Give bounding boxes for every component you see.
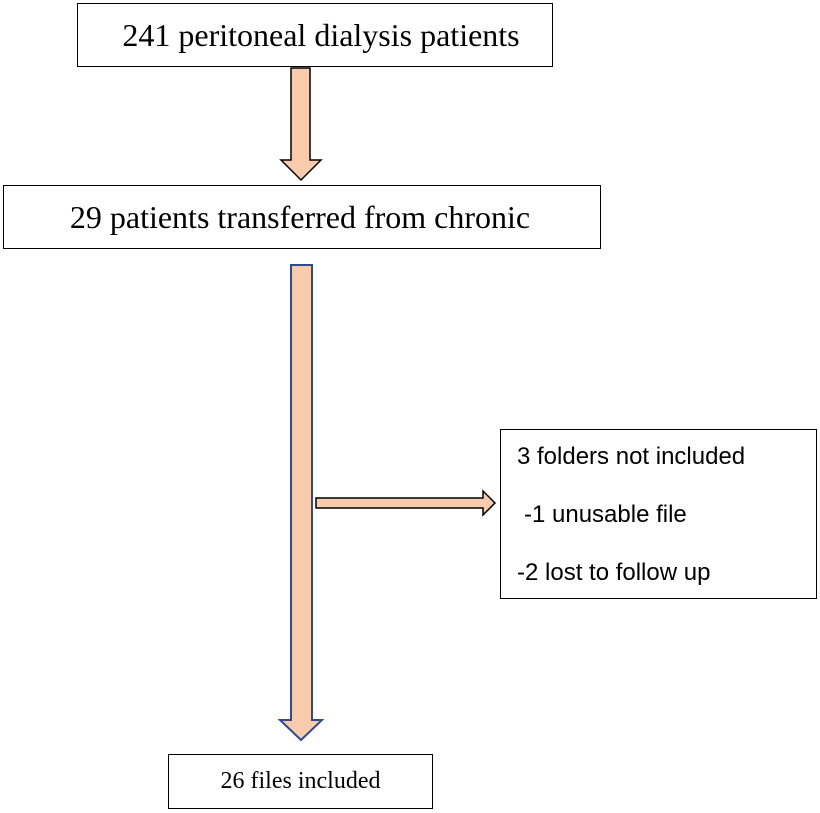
arrow-to-excluded bbox=[315, 489, 497, 517]
node-bottom-box: 26 files included bbox=[168, 754, 433, 809]
node-middle-box: 29 patients transferred from chronic bbox=[3, 185, 601, 249]
node-middle-label: 29 patients transferred from chronic bbox=[69, 198, 531, 235]
arrow-middle-to-bottom bbox=[277, 264, 325, 742]
node-top-box: 241 peritoneal dialysis patients bbox=[77, 3, 553, 67]
node-top-label: 241 peritoneal dialysis patients bbox=[122, 16, 520, 53]
arrow-top-to-middle bbox=[279, 67, 323, 182]
excluded-title: 3 folders not included bbox=[517, 443, 746, 470]
excluded-item-unusable: -1 unusable file bbox=[524, 501, 687, 528]
excluded-item-lost: -2 lost to follow up bbox=[517, 559, 711, 586]
node-excluded-box: 3 folders not included -1 unusable file … bbox=[500, 429, 817, 599]
node-bottom-label: 26 files included bbox=[220, 768, 381, 794]
